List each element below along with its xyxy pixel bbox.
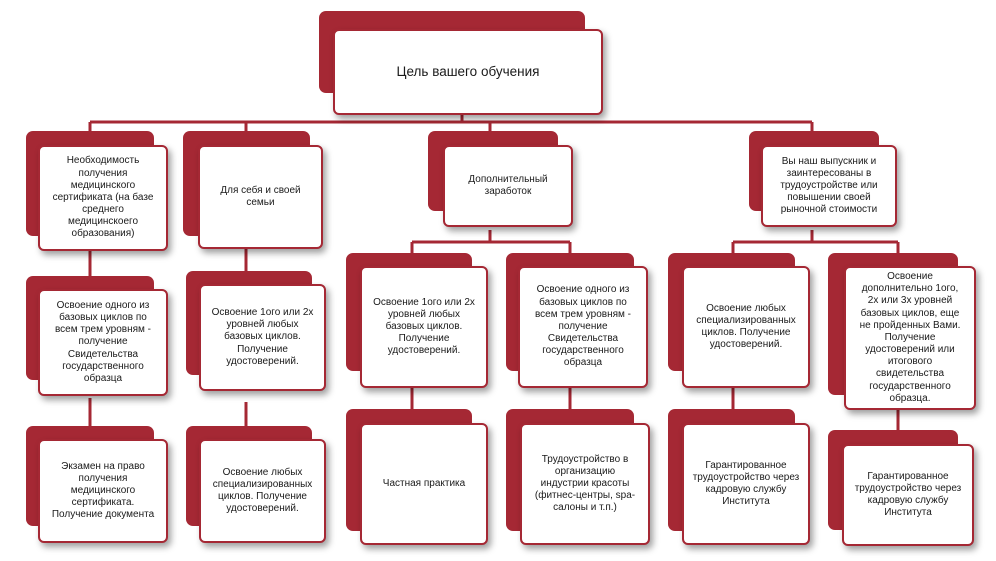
branch-family-label: Для себя и своей семьи [220, 184, 301, 208]
branch-income-label: Дополнительный заработок [468, 173, 548, 197]
step-family-levels-label: Освоение 1ого или 2х уровней любых базов… [211, 307, 314, 367]
root-label: Цель вашего обучения [396, 63, 540, 79]
step-cert-basic-cycles-label: Освоение одного из базовых циклов по все… [54, 299, 151, 384]
step-graduate-special-label: Освоение любых специализированных циклов… [696, 302, 796, 351]
step-family-special-label: Освоение любых специализированных циклов… [212, 466, 313, 515]
step-income-levels-label: Освоение 1ого или 2х уровней любых базов… [373, 296, 475, 357]
step-cert-exam-label: Экзамен на право получения медицинского … [51, 460, 155, 521]
step-private-practice-label: Частная практика [382, 477, 466, 489]
step-income-basic-cycles-label: Освоение одного из базовых циклов по все… [534, 284, 631, 369]
step-graduate-employment-b-label: Гарантированное трудоустройство через ка… [854, 470, 962, 519]
step-beauty-industry-label: Трудоустройство в организацию индустрии … [534, 453, 636, 514]
step-graduate-employment-a-label: Гарантированное трудоустройство через ка… [692, 459, 800, 508]
branch-graduate-label: Вы наш выпускник и заинтересованы в труд… [780, 155, 878, 216]
branch-certificate-label: Необходимость получения медицинского сер… [52, 155, 154, 240]
step-graduate-additional-label: Освоение дополнительно 1ого, 2х или 3х у… [859, 270, 961, 404]
